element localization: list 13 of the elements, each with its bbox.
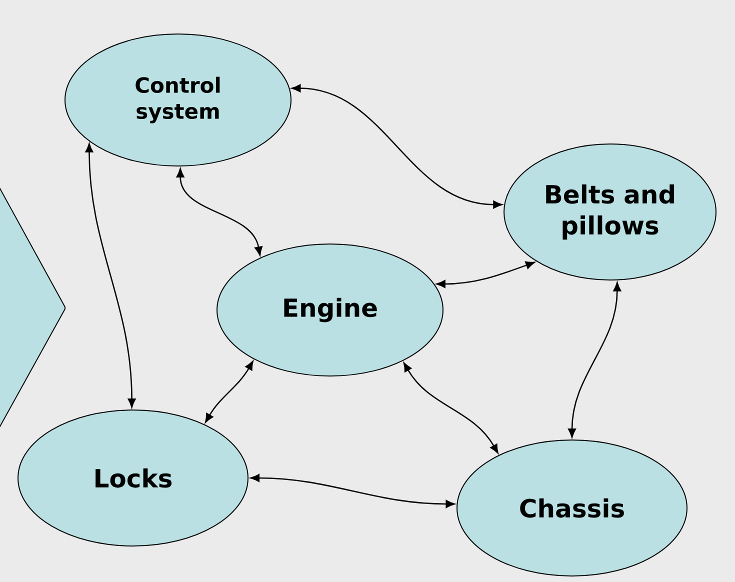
ellipse-node: Chassis bbox=[456, 440, 688, 576]
arrow bbox=[436, 261, 535, 288]
arrow bbox=[205, 360, 254, 423]
arrow bbox=[568, 282, 622, 438]
arrow bbox=[250, 474, 455, 508]
arrow bbox=[403, 362, 498, 454]
arrow bbox=[292, 84, 502, 209]
ellipse-node: Locks bbox=[18, 410, 248, 546]
ellipse-node: Engine bbox=[216, 244, 444, 376]
ellipse-node: Control system bbox=[64, 34, 292, 166]
ellipse-node: Belts and pillows bbox=[504, 144, 716, 280]
arrow bbox=[85, 143, 136, 408]
arrow bbox=[176, 168, 262, 256]
